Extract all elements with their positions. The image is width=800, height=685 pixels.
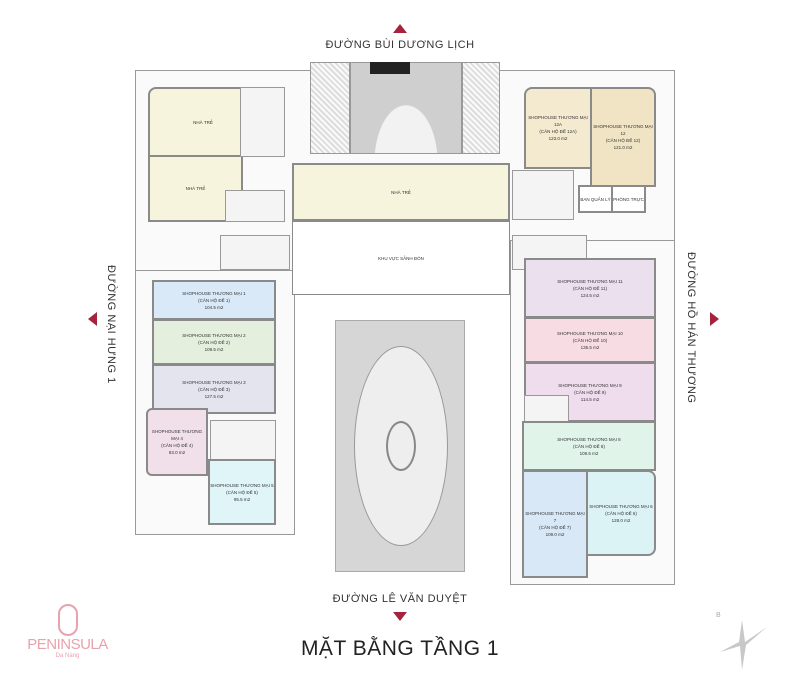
room-label: PHÒNG TRỰC — [613, 196, 644, 202]
compass-north-label: B — [716, 612, 721, 619]
shophouse-4: SHOPHOUSE THƯƠNG MẠI 4 (CĂN HỘ ĐẾ 4) 83.0 … — [146, 408, 208, 476]
room-nha-tre-3: NHÀ TRẺ — [292, 163, 510, 221]
room-label: (CĂN HỘ ĐẾ 1) — [198, 297, 230, 303]
room-label: (CĂN HỘ ĐẾ 11) — [573, 285, 607, 291]
shophouse-12a: SHOPHOUSE THƯƠNG MẠI 12A (CĂN HỘ ĐẾ 12A) 1… — [524, 87, 592, 169]
room-label: 128.0 m2 — [611, 517, 631, 523]
room-phong-truc: PHÒNG TRỰC — [611, 185, 646, 213]
room-label: 109.5 m2 — [204, 346, 224, 352]
room-label: NHÀ TRẺ — [193, 119, 213, 125]
elevator-core-left — [225, 190, 285, 222]
room-label: SHOPHOUSE THƯƠNG MẠI 7 — [525, 511, 585, 523]
shophouse-3: SHOPHOUSE THƯƠNG MẠI 3(CĂN HỘ ĐẾ 3)127.5… — [152, 364, 276, 414]
room-label: 83.0 m2 — [168, 450, 186, 455]
shophouse-5: SHOPHOUSE THƯƠNG MẠI 5(CĂN HỘ ĐẾ 5)95.5 … — [208, 459, 276, 525]
room-label: 104.5 m2 — [204, 304, 224, 310]
room-label: NHÀ TRẺ — [391, 189, 411, 195]
top-entrance-ramp-right — [462, 62, 500, 154]
shophouse-2: SHOPHOUSE THƯƠNG MẠI 2(CĂN HỘ ĐẾ 2)109.5… — [152, 319, 276, 365]
room-label: (CĂN HỘ ĐẾ 12A) — [539, 129, 577, 134]
room-label: SHOPHOUSE THƯƠNG MẠI 10 — [557, 330, 623, 336]
room-label: 121.0 m2 — [613, 145, 633, 150]
west-arrow-icon — [88, 312, 97, 326]
stair-left-bottom — [210, 420, 276, 460]
room-label: KHU VỰC SẢNH ĐÓN — [378, 255, 424, 261]
room-label: 123.0 m2 — [548, 136, 568, 141]
room-label: SHOPHOUSE THƯƠNG MẠI 11 — [557, 278, 623, 284]
page-title: MẶT BẰNG TẦNG 1 — [300, 637, 500, 660]
room-label: 109.5 m2 — [579, 450, 599, 456]
shophouse-11: SHOPHOUSE THƯƠNG MẠI 11(CĂN HỘ ĐẾ 11)124… — [524, 258, 656, 318]
room-label: SHOPHOUSE THƯƠNG MẠI 12A — [528, 115, 588, 127]
logo-sub: Da Nang — [55, 653, 80, 659]
room-label: SHOPHOUSE THƯƠNG MẠI 4 — [151, 429, 203, 441]
room-label: SHOPHOUSE THƯƠNG MẠI 1 — [182, 290, 246, 296]
peninsula-logo: PENINSULA Da Nang — [20, 600, 115, 670]
south-arrow-icon — [393, 612, 407, 621]
shophouse-7: SHOPHOUSE THƯƠNG MẠI 7 (CĂN HỘ ĐẾ 7) 109.0… — [522, 470, 588, 578]
shophouse-10: SHOPHOUSE THƯƠNG MẠI 10(CĂN HỘ ĐẾ 10)135… — [524, 317, 656, 363]
stair-right-top — [512, 170, 574, 220]
street-bottom-label: ĐƯỜNG LÊ VĂN DUYỆT — [332, 593, 468, 605]
east-arrow-icon — [710, 312, 719, 326]
room-label: 135.5 m2 — [580, 344, 600, 350]
room-label: (CĂN HỘ ĐẾ 9) — [574, 389, 606, 395]
room-label: SHOPHOUSE THƯƠNG MẠI 5 — [210, 482, 274, 488]
room-label: (CĂN HỘ ĐẾ 5) — [226, 489, 258, 495]
room-label: 114.5 m2 — [580, 396, 600, 402]
shophouse-8: SHOPHOUSE THƯƠNG MẠI 8(CĂN HỘ ĐẾ 8)109.5… — [522, 421, 656, 471]
room-label: (CĂN HỘ ĐẾ 4) — [161, 443, 193, 448]
street-left-label: ĐƯỜNG NẠI HƯNG 1 — [105, 265, 117, 384]
compass-icon: B — [712, 612, 772, 672]
room-label: 109.0 m2 — [545, 532, 565, 537]
room-label: SHOPHOUSE THƯƠNG MẠI 3 — [182, 379, 246, 385]
street-top-label: ĐƯỜNG BÙI DƯƠNG LỊCH — [325, 39, 475, 51]
room-label: (CĂN HỘ ĐẾ 2) — [198, 339, 230, 345]
room-label: 124.5 m2 — [580, 292, 600, 298]
room-label: SHOPHOUSE THƯƠNG MẠI 6 — [589, 503, 653, 509]
shophouse-12: SHOPHOUSE THƯƠNG MẠI 12 (CĂN HỘ ĐẾ 12) 121… — [590, 87, 656, 187]
shophouse-6: SHOPHOUSE THƯƠNG MẠI 6(CĂN HỘ ĐẾ 6)128.0… — [586, 470, 656, 556]
room-label: SHOPHOUSE THƯƠNG MẠI 8 — [557, 436, 621, 442]
room-ban-quan-ly: BAN QUẢN LÝ — [578, 185, 613, 213]
central-plaza — [335, 320, 465, 572]
room-label: (CĂN HỘ ĐẾ 7) — [539, 525, 571, 530]
room-label: 95.5 m2 — [233, 496, 251, 502]
lobby-area: KHU VỰC SẢNH ĐÓN — [292, 221, 510, 295]
room-label: SHOPHOUSE THƯƠNG MẠI 2 — [182, 332, 246, 338]
room-label: SHOPHOUSE THƯƠNG MẠI 9 — [558, 382, 622, 388]
room-label: NHÀ TRẺ — [185, 186, 206, 191]
room-label: 127.5 m2 — [204, 393, 224, 399]
top-entrance-plaza — [350, 62, 462, 154]
room-label: (CĂN HỘ ĐẾ 10) — [572, 337, 608, 343]
north-arrow-icon — [393, 24, 407, 33]
stair-left-top — [240, 87, 285, 157]
room-label: (CĂN HỘ ĐẾ 12) — [605, 138, 641, 143]
logo-mark-icon — [57, 604, 78, 636]
entrance-canopy — [370, 62, 410, 74]
top-entrance-ramp-left — [310, 62, 350, 154]
room-label: (CĂN HỘ ĐẾ 8) — [573, 443, 605, 449]
room-label: BAN QUẢN LÝ — [580, 196, 611, 202]
room-label: (CĂN HỘ ĐẾ 6) — [605, 510, 637, 516]
elevator-core-lobby-left — [220, 235, 290, 270]
logo-name: PENINSULA — [27, 636, 108, 653]
shophouse-1: SHOPHOUSE THƯƠNG MẠI 1(CĂN HỘ ĐẾ 1)104.5… — [152, 280, 276, 320]
room-label: (CĂN HỘ ĐẾ 3) — [198, 386, 230, 392]
room-label: SHOPHOUSE THƯƠNG MẠI 12 — [593, 124, 653, 136]
street-right-label: ĐƯỜNG HỒ HÁN THƯƠNG — [685, 252, 697, 404]
plaza-fountain — [386, 421, 416, 471]
